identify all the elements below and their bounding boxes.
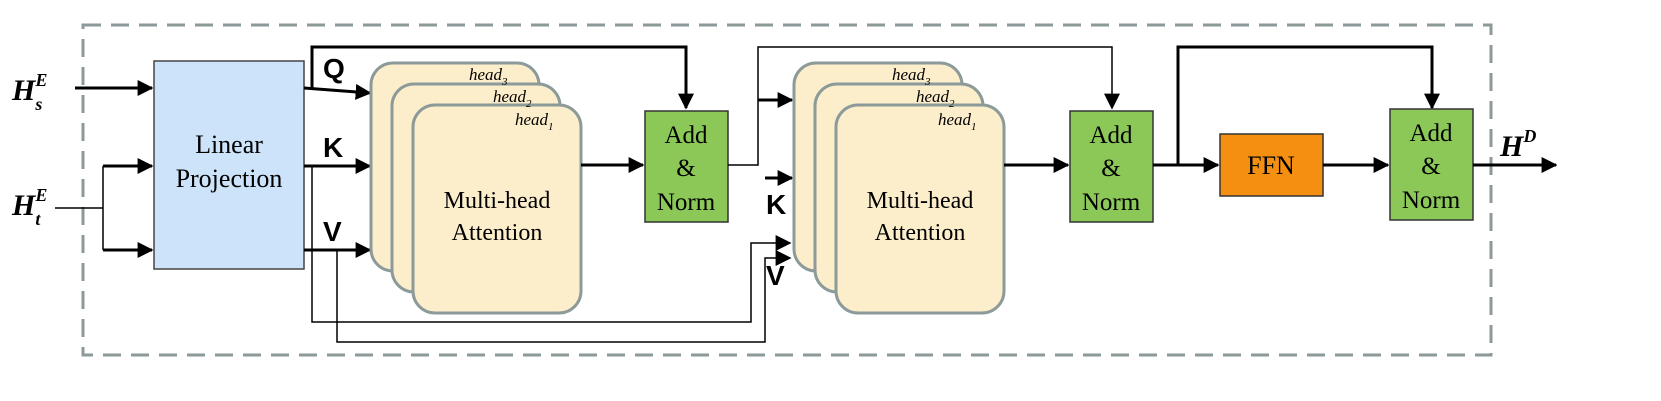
attention2-label-line1: Multi-head	[867, 188, 974, 214]
k-label: K	[323, 132, 343, 163]
q-label: Q	[323, 53, 345, 84]
attention1-head1-card	[411, 103, 583, 315]
add-norm-1-line3: Norm	[657, 189, 716, 216]
linear-projection-label-line2: Projection	[176, 164, 283, 193]
attention1-head3-label: head3	[469, 65, 508, 88]
attention1-head2-label: head2	[493, 87, 532, 110]
attention1-label-line1: Multi-head	[444, 188, 551, 214]
residual-q-to-addnorm1	[310, 45, 694, 110]
output-label: HD	[1499, 126, 1536, 163]
attention2-head1-card	[834, 103, 1006, 315]
v-label: V	[323, 216, 342, 247]
ffn-label: FFN	[1247, 151, 1295, 180]
attention2-k-label: K	[766, 189, 786, 220]
linear-projection-label-line1: Linear	[195, 130, 263, 159]
add-norm-3-line2: &	[1421, 153, 1440, 180]
k-bypass-line	[311, 166, 792, 323]
attention2-v-label: V	[766, 260, 785, 291]
add-norm-2-line1: Add	[1089, 122, 1133, 149]
residual-addnorm2-to-addnorm3	[1176, 45, 1440, 165]
addnorm1-output-line	[728, 46, 1120, 166]
add-norm-3-line1: Add	[1409, 120, 1453, 147]
attention1-head1-label: head1	[515, 110, 554, 133]
attention2-head1-label: head1	[938, 110, 977, 133]
add-norm-1-line1: Add	[664, 122, 708, 149]
attention2-head3-label: head3	[892, 65, 931, 88]
attention1-label-line2: Attention	[452, 220, 543, 246]
add-norm-1-box	[644, 110, 729, 223]
add-norm-2-line2: &	[1101, 155, 1120, 182]
v-bypass-line	[336, 250, 792, 343]
dashed-frame	[81, 23, 1493, 357]
q-arrow	[303, 83, 372, 100]
add-norm-1-line2: &	[676, 155, 695, 182]
add-norm-2-box	[1069, 110, 1154, 223]
attention2-head2-label: head2	[916, 87, 955, 110]
attention2-label-line2: Attention	[875, 220, 966, 246]
linear-projection-box	[153, 60, 305, 270]
add-norm-2-line3: Norm	[1082, 189, 1141, 216]
add-norm-3-line3: Norm	[1402, 187, 1461, 214]
